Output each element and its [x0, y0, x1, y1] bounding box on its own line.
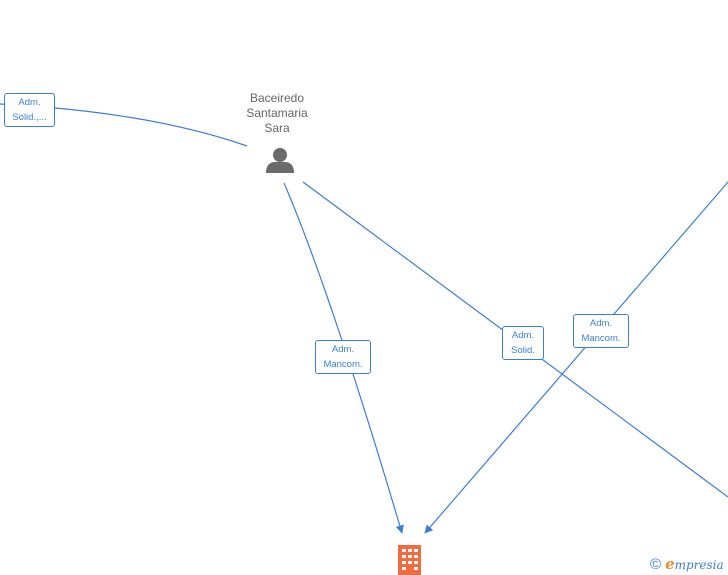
- edge-label-line: Mancom.: [323, 359, 363, 370]
- person-name-line: Santamaria: [246, 106, 308, 120]
- brand-logo-rest: mpresia: [674, 558, 724, 572]
- edge-label-mancom-1[interactable]: Adm. Mancom.: [315, 340, 371, 374]
- edge-line-mancom-1: [283, 182, 404, 534]
- edge-label-line: Adm.: [18, 97, 41, 108]
- edge-label-line: Mancom.: [581, 333, 621, 344]
- edge-label-line: Solid.,...: [12, 112, 47, 123]
- edge-label-solid-left[interactable]: Adm. Solid.,...: [4, 93, 55, 127]
- brand-logo: empresia: [665, 555, 724, 573]
- edge-label-line: Adm.: [589, 318, 613, 329]
- edge-label-mancom-2[interactable]: Adm. Mancom.: [573, 314, 629, 348]
- edge-label-line: Solid.: [511, 345, 535, 356]
- brand-logo-initial: e: [665, 555, 675, 573]
- edge-label-line: Adm.: [511, 330, 535, 341]
- brand-watermark: © empresia: [650, 555, 724, 573]
- edge-label-line: Adm.: [331, 344, 355, 355]
- person-name-line: Sara: [264, 121, 290, 135]
- copyright-symbol: ©: [650, 555, 662, 573]
- person-name: Baceiredo Santamaria Sara: [227, 91, 327, 136]
- edge-line-mancom-2: [424, 181, 728, 534]
- edge-label-solid-2[interactable]: Adm. Solid.: [502, 326, 544, 360]
- person-name-line: Baceiredo: [249, 91, 305, 105]
- person-icon[interactable]: [266, 148, 294, 173]
- building-icon[interactable]: [398, 545, 421, 575]
